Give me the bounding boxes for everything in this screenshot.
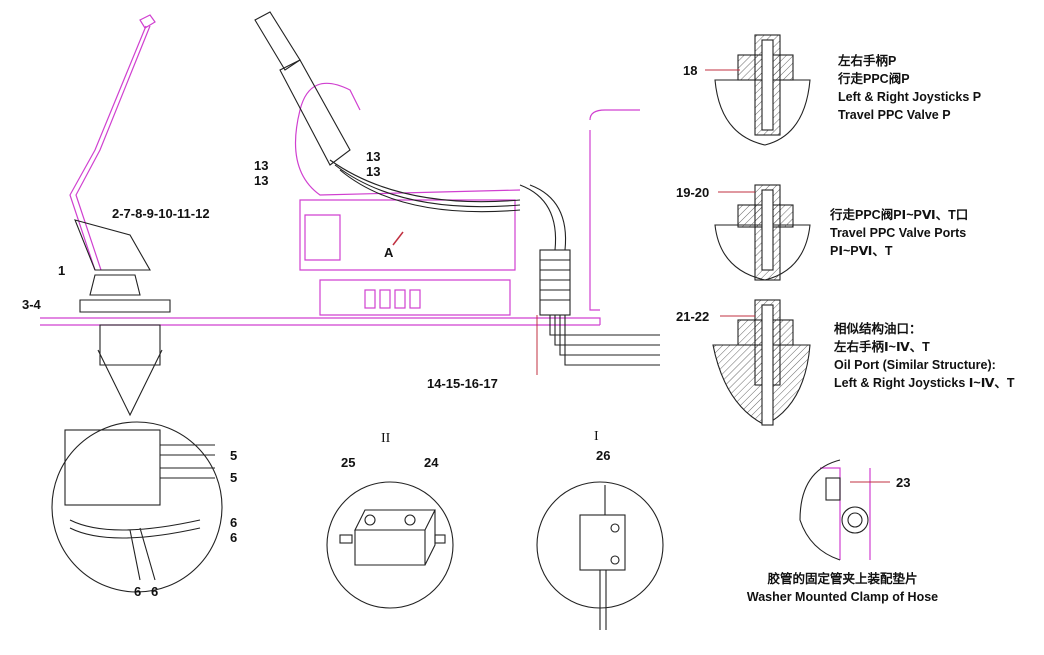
note-line: Left & Right Joysticks P — [838, 90, 982, 104]
callout-21-22: 21-22 — [676, 309, 710, 324]
callout-6: 6 — [230, 515, 238, 530]
note-18: 左右手柄P 行走PPC阀P Left & Right Joysticks P T… — [838, 52, 981, 124]
view-a-label: A — [384, 245, 394, 260]
note-line: Travel PPC Valve Ports — [830, 226, 967, 240]
view-ii-label: II — [381, 431, 391, 446]
note-line: Travel PPC Valve P — [838, 108, 951, 122]
callout-1: 1 — [58, 263, 66, 278]
callout-6: 6 — [151, 584, 159, 599]
components — [51, 11, 869, 630]
callout-23: 23 — [896, 475, 911, 490]
note-line: 胶管的固定管夹上装配垫片 — [767, 572, 918, 586]
note-line: PⅠ~PⅥ、T — [830, 244, 893, 258]
callout-5: 5 — [230, 470, 238, 485]
callout-6: 6 — [134, 584, 142, 599]
note-23: 胶管的固定管夹上装配垫片 Washer Mounted Clamp of Hos… — [740, 570, 945, 606]
note-line: 行走PPC阀PⅠ~PⅥ、T口 — [830, 208, 969, 222]
leader-lines — [536, 69, 890, 483]
callout-5: 5 — [230, 448, 238, 463]
callout-24: 24 — [424, 455, 439, 470]
note-19-20: 行走PPC阀PⅠ~PⅥ、T口 Travel PPC Valve Ports PⅠ… — [830, 206, 968, 260]
note-line: 行走PPC阀P — [838, 72, 910, 86]
callout-3-4: 3-4 — [22, 297, 41, 312]
callout-14-17: 14-15-16-17 — [427, 376, 498, 391]
note-21-22: 相似结构油口： 左右手柄Ⅰ~Ⅳ、T Oil Port (Similar Stru… — [834, 320, 1015, 392]
callout-26: 26 — [596, 448, 611, 463]
callout-13: 13 — [366, 149, 381, 164]
machine-outline — [40, 14, 871, 560]
callout-2-12: 2-7-8-9-10-11-12 — [112, 206, 210, 221]
callout-13: 13 — [366, 164, 381, 179]
note-line: 左右手柄Ⅰ~Ⅳ、T — [834, 340, 930, 354]
callout-13: 13 — [254, 158, 269, 173]
callout-6: 6 — [230, 530, 238, 545]
callout-25: 25 — [341, 455, 356, 470]
callout-19-20: 19-20 — [676, 185, 710, 200]
direction-arrow-a — [392, 231, 404, 246]
view-i-label: I — [594, 429, 599, 444]
callout-18: 18 — [683, 63, 698, 78]
note-line: Left & Right Joysticks Ⅰ~Ⅳ、T — [834, 376, 1015, 390]
note-line: 相似结构油口： — [834, 322, 922, 336]
callout-13: 13 — [254, 173, 269, 188]
note-line: Oil Port (Similar Structure): — [834, 358, 996, 372]
note-line: Washer Mounted Clamp of Hose — [746, 590, 939, 604]
note-line: 左右手柄P — [838, 54, 897, 68]
